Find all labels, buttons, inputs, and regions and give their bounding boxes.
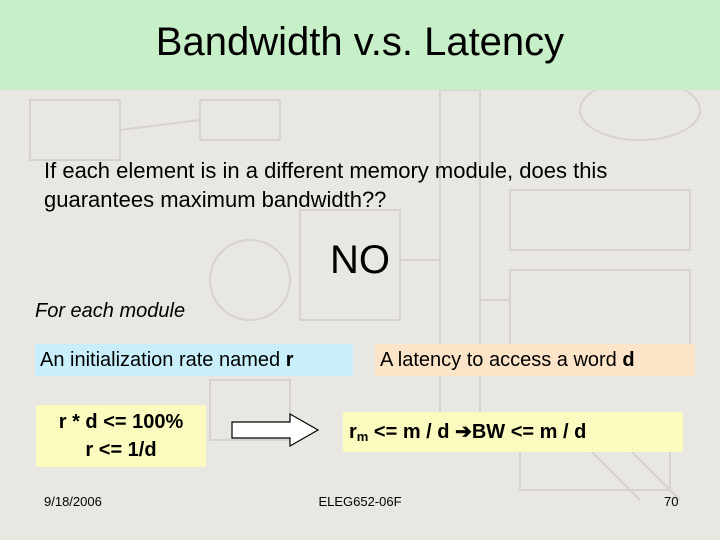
latency-box: A latency to access a word d — [375, 344, 695, 376]
question-text: If each element is in a different memory… — [44, 158, 608, 212]
formula-line-1: r * d <= 100% — [58, 411, 184, 433]
right-arrow-icon — [231, 412, 320, 448]
slide-title: Bandwidth v.s. Latency — [155, 20, 565, 64]
title-bar: Bandwidth v.s. Latency — [0, 0, 720, 90]
implies-arrow-icon: ➔ — [455, 421, 472, 443]
section-heading: For each module — [35, 300, 186, 322]
formula-box: r * d <= 100% r <= 1/d — [36, 405, 206, 467]
result-subscript: m — [356, 429, 369, 444]
result-inequality: <= m / d — [368, 421, 456, 443]
initialization-rate-label: An initialization rate named — [40, 349, 286, 371]
result-bandwidth: BW <= m / d — [471, 421, 587, 443]
footer-date: 9/18/2006 — [44, 494, 102, 509]
footer-course: ELEG652-06F — [318, 494, 402, 509]
result-box: rm <= m / d ➔BW <= m / d — [343, 412, 683, 452]
latency-label: A latency to access a word — [380, 349, 623, 371]
result-r: r — [349, 421, 357, 443]
answer-text: NO — [330, 238, 390, 282]
latency-variable: d — [622, 349, 635, 371]
initialization-rate-variable: r — [285, 349, 294, 371]
formula-line-2: r <= 1/d — [85, 439, 157, 461]
initialization-rate-box: An initialization rate named r — [35, 344, 353, 376]
footer-page-number: 70 — [664, 494, 679, 509]
